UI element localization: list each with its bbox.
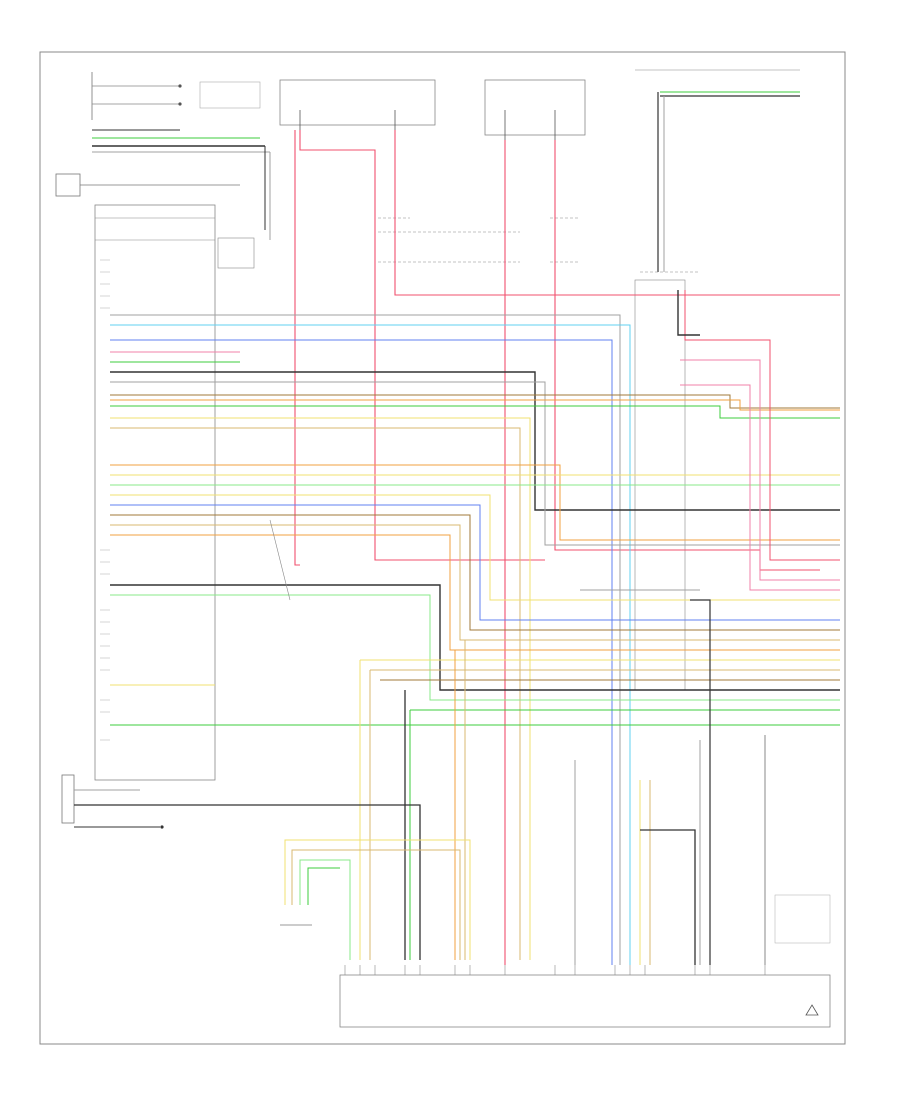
bottom-module [339, 965, 831, 1028]
vertical-feed-wires [294, 130, 840, 965]
bottom-right-module [774, 894, 831, 944]
bottom-left-sensor [61, 774, 421, 960]
bottom-loop-wires [280, 839, 471, 960]
warning-triangle-icon [805, 1004, 819, 1016]
harness-wires [110, 314, 840, 965]
fuse-block-3 [378, 217, 580, 263]
fuse-block-2 [484, 79, 586, 140]
top-left-module [91, 72, 261, 120]
center-note [269, 519, 291, 601]
module-header-wires [92, 129, 271, 240]
right-module-wires [677, 290, 840, 591]
diagram-frame [39, 51, 846, 1045]
bottom-right-dark-wire [640, 829, 696, 965]
fuse-block-1 [279, 79, 436, 130]
top-right-module [634, 69, 800, 691]
left-main-connector [55, 173, 255, 781]
bottom-drop-wires [359, 640, 766, 965]
